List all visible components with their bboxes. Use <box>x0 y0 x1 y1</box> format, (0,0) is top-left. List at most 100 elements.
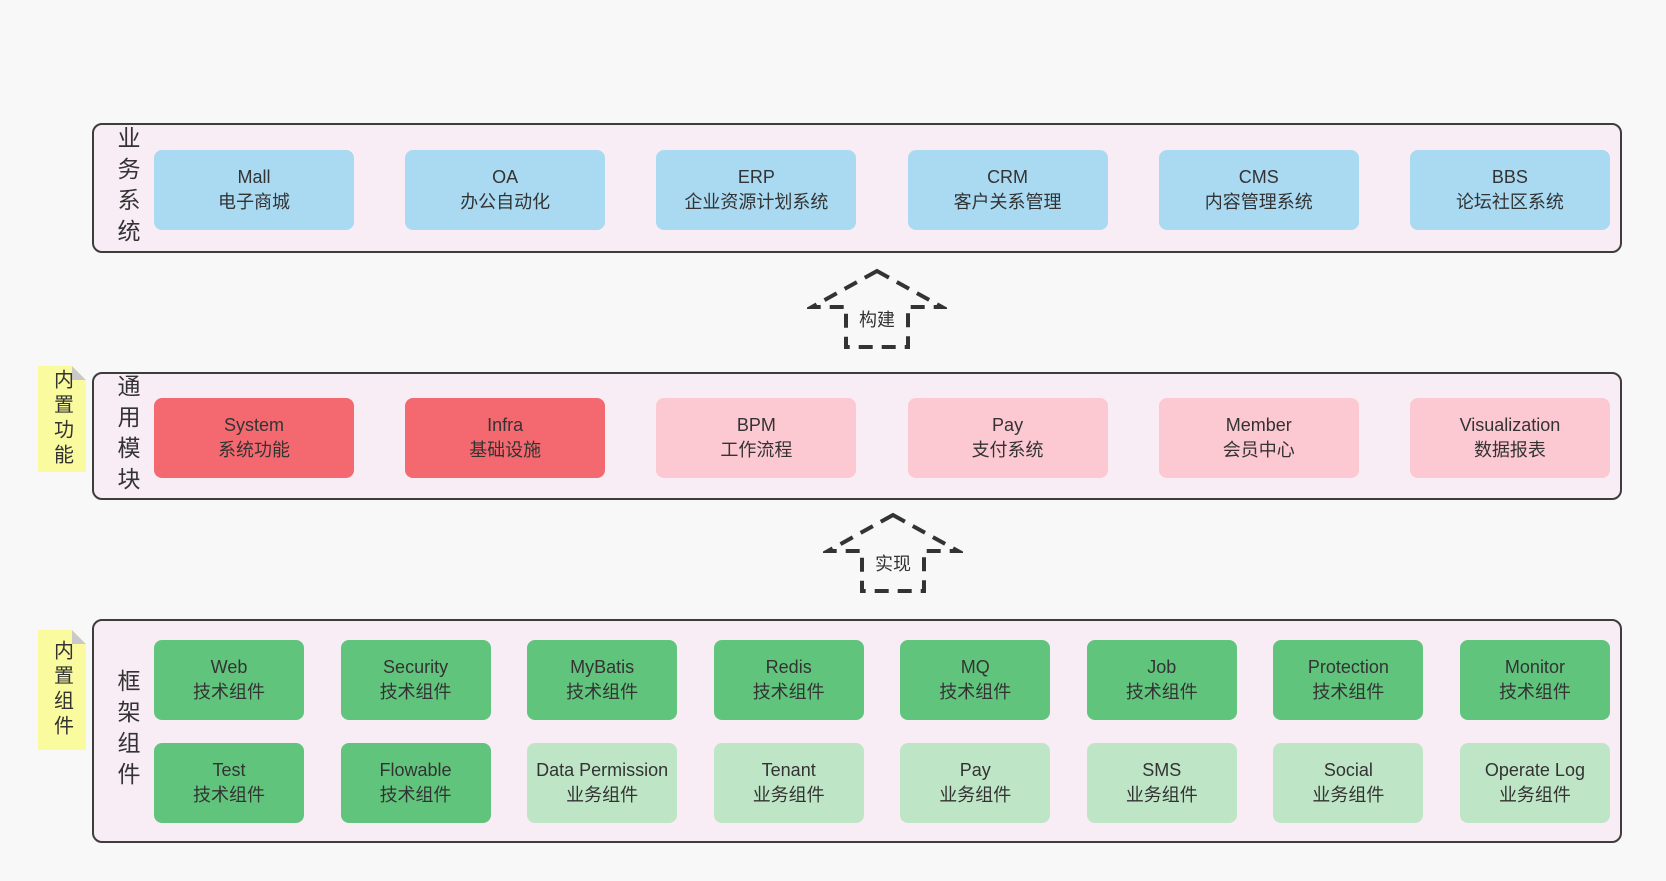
box-subtitle: 论坛社区系统 <box>1455 192 1564 212</box>
layer-business-systems: 业务系统 Mall 电子商城 OA 办公自动化 ERP 企业资源计划系统 CRM… <box>92 123 1622 253</box>
box-job: Job 技术组件 <box>1086 640 1237 720</box>
box-title: Protection <box>1307 656 1389 677</box>
arrow-label: 实现 <box>870 548 916 578</box>
sticky-note-built-in-features: 内置功能 <box>38 366 86 472</box>
box-social: Social 业务组件 <box>1273 743 1424 823</box>
box-title: Infra <box>487 414 524 435</box>
box-pay-system: Pay 支付系统 <box>907 398 1108 478</box>
box-tenant: Tenant 业务组件 <box>713 743 864 823</box>
sticky-note-built-in-components: 内置组件 <box>38 630 86 750</box>
box-title: OA <box>492 166 519 187</box>
box-subtitle: 数据报表 <box>1473 440 1546 460</box>
box-subtitle: 工作流程 <box>720 440 793 460</box>
layer-label-framework: 框架组件 <box>114 669 140 793</box>
layer-common-modules: 通用模块 System 系统功能 Infra 基础设施 BPM 工作流程 Pay… <box>92 372 1622 500</box>
box-title: Member <box>1225 414 1292 435</box>
box-monitor: Monitor 技术组件 <box>1459 640 1610 720</box>
box-title: BPM <box>736 414 776 435</box>
box-subtitle: 技术组件 <box>752 682 825 702</box>
box-title: Visualization <box>1459 414 1561 435</box>
box-cms: CMS 内容管理系统 <box>1158 150 1359 230</box>
box-title: SMS <box>1142 759 1182 780</box>
box-subtitle: 业务组件 <box>566 785 639 805</box>
box-title: MyBatis <box>570 656 635 677</box>
box-title: Monitor <box>1504 656 1565 677</box>
box-title: Redis <box>765 656 812 677</box>
box-operate-log: Operate Log 业务组件 <box>1459 743 1610 823</box>
box-subtitle: 业务组件 <box>1312 785 1385 805</box>
box-title: Web <box>210 656 248 677</box>
box-protection: Protection 技术组件 <box>1273 640 1424 720</box>
box-subtitle: 技术组件 <box>193 682 265 702</box>
box-subtitle: 系统功能 <box>218 440 290 460</box>
box-title: Test <box>212 759 246 780</box>
box-flowable: Flowable 技术组件 <box>340 743 491 823</box>
box-subtitle: 技术组件 <box>1498 682 1571 702</box>
box-subtitle: 支付系统 <box>971 440 1044 460</box>
box-security: Security 技术组件 <box>340 640 491 720</box>
box-row: System 系统功能 Infra 基础设施 BPM 工作流程 Pay 支付系统… <box>154 398 1610 478</box>
box-subtitle: 企业资源计划系统 <box>684 192 829 212</box>
box-title: Job <box>1147 656 1177 677</box>
box-title: Pay <box>992 414 1024 435</box>
box-subtitle: 技术组件 <box>566 682 639 702</box>
box-title: CRM <box>987 166 1029 187</box>
box-title: Operate Log <box>1484 759 1585 780</box>
layer-framework-components: 框架组件 Web 技术组件 Security 技术组件 MyBatis 技术组件… <box>92 619 1622 843</box>
arrow-build: 构建 <box>807 266 947 352</box>
box-sms: SMS 业务组件 <box>1086 743 1237 823</box>
box-subtitle: 电子商城 <box>218 192 290 212</box>
box-title: MQ <box>960 656 990 677</box>
box-oa: OA 办公自动化 <box>405 150 606 230</box>
box-bpm: BPM 工作流程 <box>656 398 857 478</box>
box-member: Member 会员中心 <box>1158 398 1359 478</box>
box-title: ERP <box>737 166 775 187</box>
box-title: CMS <box>1238 166 1279 187</box>
box-title: System <box>223 414 284 435</box>
box-title: Pay <box>959 759 991 780</box>
box-subtitle: 技术组件 <box>939 682 1012 702</box>
box-title: Security <box>383 656 449 677</box>
box-crm: CRM 客户关系管理 <box>907 150 1108 230</box>
box-title: Flowable <box>379 759 452 780</box>
box-mall: Mall 电子商城 <box>154 150 354 230</box>
box-subtitle: 业务组件 <box>1498 785 1571 805</box>
sticky-note-label: 内置组件 <box>50 640 73 740</box>
box-subtitle: 业务组件 <box>939 785 1012 805</box>
box-mybatis: MyBatis 技术组件 <box>527 640 678 720</box>
box-visualization: Visualization 数据报表 <box>1409 398 1610 478</box>
box-infra: Infra 基础设施 <box>405 398 606 478</box>
box-subtitle: 内容管理系统 <box>1204 192 1313 212</box>
layer-label-modules: 通用模块 <box>114 374 140 498</box>
arrow-label: 构建 <box>854 304 900 334</box>
box-bbs: BBS 论坛社区系统 <box>1409 150 1610 230</box>
box-title: Data Permission <box>536 759 669 780</box>
box-system: System 系统功能 <box>154 398 354 478</box>
box-title: BBS <box>1491 166 1528 187</box>
box-title: Mall <box>237 166 271 187</box>
box-subtitle: 办公自动化 <box>460 192 551 212</box>
box-title: Tenant <box>761 759 816 780</box>
box-row: Web 技术组件 Security 技术组件 MyBatis 技术组件 Redi… <box>154 640 1610 720</box>
box-erp: ERP 企业资源计划系统 <box>656 150 857 230</box>
box-pay-component: Pay 业务组件 <box>900 743 1051 823</box>
box-web: Web 技术组件 <box>154 640 304 720</box>
box-title: Social <box>1323 759 1373 780</box>
sticky-note-label: 内置功能 <box>50 369 73 469</box>
box-subtitle: 技术组件 <box>1312 682 1385 702</box>
box-subtitle: 技术组件 <box>379 682 452 702</box>
arrow-implement: 实现 <box>823 510 963 596</box>
box-subtitle: 业务组件 <box>752 785 825 805</box>
layer-label-business: 业务系统 <box>114 126 140 250</box>
box-subtitle: 技术组件 <box>193 785 265 805</box>
box-data-permission: Data Permission 业务组件 <box>527 743 678 823</box>
box-row: Test 技术组件 Flowable 技术组件 Data Permission … <box>154 743 1610 823</box>
box-row: Mall 电子商城 OA 办公自动化 ERP 企业资源计划系统 CRM 客户关系… <box>154 150 1610 230</box>
box-subtitle: 会员中心 <box>1222 440 1295 460</box>
box-subtitle: 技术组件 <box>1125 682 1198 702</box>
box-subtitle: 客户关系管理 <box>953 192 1062 212</box>
box-subtitle: 技术组件 <box>379 785 452 805</box>
box-subtitle: 业务组件 <box>1125 785 1198 805</box>
box-test: Test 技术组件 <box>154 743 304 823</box>
